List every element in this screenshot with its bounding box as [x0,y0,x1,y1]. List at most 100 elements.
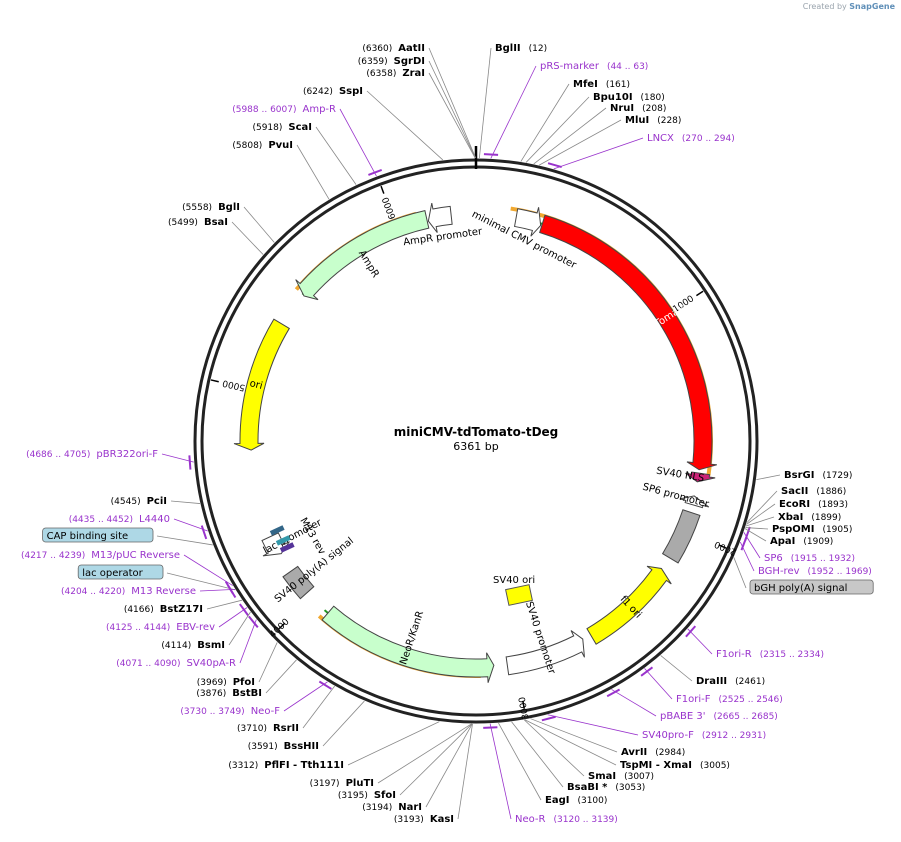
tick-5000 [210,379,219,383]
leader-line [511,721,564,788]
site-label-sgrdi[interactable]: SgrDI(6359) [358,56,476,159]
site-label-kasi[interactable]: KasI(3193) [394,723,473,825]
site-label-f1ori-f[interactable]: F1ori-F(2525 .. 2546) [640,666,783,705]
site-label-neo-f[interactable]: Neo-F(3730 .. 3749) [180,680,332,717]
leader-line [243,206,275,243]
site-label-nrui[interactable]: NruI(208) [533,103,667,165]
site-label-zrai[interactable]: ZraI(6358) [366,68,476,159]
feature-sp6-promoter[interactable] [679,495,710,509]
site-label-eagi[interactable]: EagI(3100) [498,722,607,806]
site-label-pbabe-3-[interactable]: pBABE 3'(2665 .. 2685) [606,688,778,722]
label-name: L4440 [139,514,170,525]
site-label-bsabi-[interactable]: BsaBI *(3053) [511,721,646,793]
site-label-apai[interactable]: ApaI(1909) [744,528,833,547]
site-label-amp-r[interactable]: Amp-R(5988 .. 6007) [232,104,383,177]
site-label-neo-r[interactable]: Neo-R(3120 .. 3139) [483,723,618,825]
site-label-sspi[interactable]: SspI(6242) [303,86,444,161]
site-label-tspmi-xmai[interactable]: TspMI - XmaI(3005) [524,719,730,771]
tick-1000 [695,290,704,297]
site-label-scai[interactable]: ScaI(5918) [252,122,357,185]
site-label-cap-binding-site[interactable]: CAP binding site [42,527,213,546]
site-label-f1ori-r[interactable]: F1ori-R(2315 .. 2334) [685,625,824,660]
site-label-lncx[interactable]: LNCX(270 .. 294) [547,133,735,170]
site-label-sp6[interactable]: SP6(1915 .. 1932) [743,526,855,564]
feature-tdTomato[interactable] [539,214,717,471]
tick-label: 6000 [381,195,398,220]
site-label-prs-marker[interactable]: pRS-marker(44 .. 63) [483,61,648,159]
site-label-l4440[interactable]: L4440(4435 .. 4452) [69,514,208,540]
site-label-pcii[interactable]: PciI(4545) [111,496,201,507]
site-label-ebv-rev[interactable]: EBV-rev(4125 .. 4144) [106,603,249,633]
label-position: (1886) [816,487,846,497]
primer-mark [744,526,751,541]
site-label-pspomi[interactable]: PspOMI(1905) [745,524,852,535]
site-label-bstbi[interactable]: BstBI(3876) [196,659,297,699]
feature-f1-ori[interactable] [586,565,672,645]
site-label-bglii[interactable]: BglII(12) [478,43,547,159]
site-label-bgli[interactable]: BglI(5558) [182,202,275,243]
site-label-rsrii[interactable]: RsrII(3710) [237,685,335,734]
label-name: SV40pro-F [642,730,694,741]
feature-bgh-poly-a[interactable] [661,509,701,564]
primer-mark [188,455,192,470]
label-position: (1899) [811,513,841,523]
feature-sv40-poly-a[interactable] [282,565,315,600]
site-label-bsrgi[interactable]: BsrGI(1729) [756,470,852,481]
site-label-avrii[interactable]: AvrII (2984) [530,718,686,758]
label-position: (2912 .. 2931) [702,731,766,741]
site-label-aatii[interactable]: AatII(6360) [362,43,477,159]
site-label-pvui[interactable]: PvuI(5808) [232,140,330,200]
feature-neor-kanr[interactable] [321,605,495,683]
leader-line [302,685,335,729]
primer-mark [368,169,383,176]
site-label-lac-operator[interactable]: lac operator [77,564,236,591]
plasmid-size: 6361 bp [453,440,498,453]
feature-sv40-promoter[interactable] [505,630,585,676]
sv40-ori-block[interactable] [505,584,533,606]
label-position: (3194) [362,803,392,813]
label-position: (2984) [655,748,685,758]
feature-ampr[interactable] [295,210,430,301]
site-label-sacii[interactable]: SacII(1886) [746,486,846,523]
site-label-bstz17i[interactable]: BstZ17I(4166) [124,599,243,615]
leader-line [228,611,251,646]
label-name: AvrII [621,747,647,758]
leader-line [523,719,585,777]
site-label-draiii[interactable]: DraIII(2461) [660,655,765,687]
site-label-bpu10i[interactable]: Bpu10I(180) [525,92,665,163]
site-label-pflfi-tth111i[interactable]: PflFI - Tth111I(3312) [228,721,440,771]
site-label-bsshii[interactable]: BssHII(3591) [248,700,365,752]
label-position: (3969) [197,678,227,688]
site-label-sv40pro-f[interactable]: SV40pro-F (2912 .. 2931) [541,714,766,741]
label-position: (4166) [124,605,154,615]
site-label-ecori[interactable]: EcoRI(1893) [746,499,848,525]
site-label-pluti[interactable]: PluTI(3197) [310,723,472,789]
label-position: (2461) [735,677,765,687]
feature-minimal-cmv-promoter[interactable] [513,207,542,237]
site-label-bsmi[interactable]: BsmI(4114) [161,611,251,651]
site-label-sfoi[interactable]: SfoI(3195) [338,723,473,801]
label-position: (3195) [338,791,368,801]
site-label-m13-reverse[interactable]: M13 Reverse(4204 .. 4220) [61,584,237,598]
site-label-mfei[interactable]: MfeI(161) [520,79,630,162]
site-label-nari[interactable]: NarI(3194) [362,723,473,813]
site-label-xbai[interactable]: XbaI(1899) [745,512,841,527]
label-position: (3005) [700,761,730,771]
feature-ampr-promoter[interactable] [427,202,453,233]
label-name: F1ori-F [676,694,711,705]
site-label-bsai[interactable]: BsaI(5499) [168,217,264,255]
feature-ori[interactable] [233,318,290,451]
label-position: (1893) [818,500,848,510]
site-label-smai[interactable]: SmaI(3007) [523,719,654,782]
site-label-sv40pa-r[interactable]: SV40pA-R(4071 .. 4090) [116,615,259,669]
site-label-pbr322ori-f[interactable]: pBR322ori-F(4686 .. 4705) [26,449,194,470]
site-label-pfoi[interactable]: PfoI(3969) [197,642,278,688]
label-name: NruI [610,103,634,114]
site-label-bgh-poly-a-signal[interactable]: bGH poly(A) signal [733,557,874,595]
tick-2000 [718,544,727,549]
feature-sv40-nls[interactable] [685,471,716,483]
primer-mark [640,666,654,677]
site-label-mlui[interactable]: MluI(228) [539,115,681,166]
label-name: BglI [218,202,240,213]
tick-4000 [278,622,286,630]
